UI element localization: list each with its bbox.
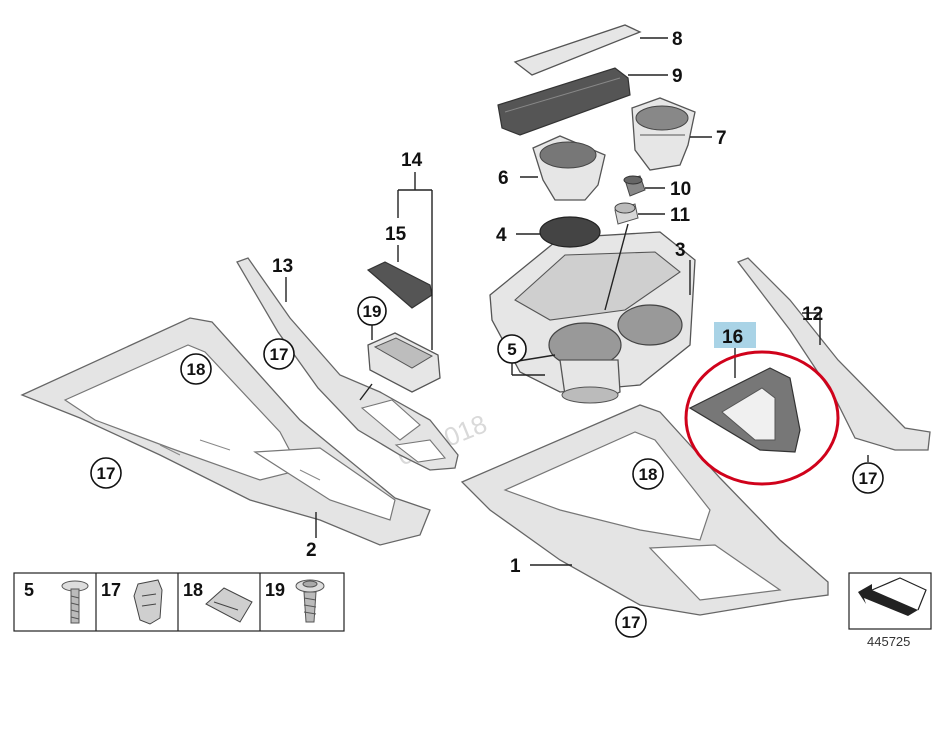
callout-19: 19 xyxy=(363,302,382,321)
direction-arrow-icon xyxy=(858,584,918,616)
callout-12: 12 xyxy=(802,304,823,325)
callout-17-d: 17 xyxy=(622,613,641,632)
highlight-box xyxy=(714,322,756,348)
top-plate xyxy=(513,24,642,76)
callout-18-a: 18 xyxy=(187,360,206,379)
callout-4: 4 xyxy=(496,225,507,246)
left-trim-frame xyxy=(20,317,431,546)
callout-15: 15 xyxy=(385,224,407,245)
circled-callouts: 19 5 17 18 17 18 17 17 xyxy=(90,296,884,638)
callout-8: 8 xyxy=(672,29,683,50)
flange-screw-icon xyxy=(295,579,325,623)
storage-tray xyxy=(367,332,441,393)
legend-number-18: 18 xyxy=(183,580,203,600)
right-trim-frame xyxy=(460,404,829,616)
callout-labels: 8 9 7 6 10 11 4 3 13 14 15 12 2 1 16 xyxy=(272,29,823,577)
dark-insert xyxy=(366,261,433,309)
callout-16: 16 xyxy=(722,327,743,348)
callout-17-b: 17 xyxy=(97,464,116,483)
dark-lid xyxy=(497,67,631,136)
callout-1: 1 xyxy=(510,556,521,577)
callout-7: 7 xyxy=(716,128,727,149)
callout-17-a: 17 xyxy=(270,345,289,364)
callout-2: 2 xyxy=(306,540,317,561)
legend-number-17: 17 xyxy=(101,580,121,600)
rubber-mat xyxy=(539,216,601,248)
callout-13: 13 xyxy=(272,256,293,277)
clip-icon xyxy=(133,579,163,625)
callout-18-b: 18 xyxy=(639,465,658,484)
small-part-10 xyxy=(623,175,646,197)
gear-bezel xyxy=(688,367,801,453)
callout-5: 5 xyxy=(507,340,516,359)
fastener-legend: 5 17 18 19 xyxy=(13,572,345,632)
callout-11: 11 xyxy=(670,205,691,226)
center-trim-strip xyxy=(236,257,459,471)
callout-17-c: 17 xyxy=(859,469,878,488)
callout-6: 6 xyxy=(498,168,509,189)
legend-number-19: 19 xyxy=(265,580,285,600)
spring-nut-icon xyxy=(205,587,253,623)
orientation-box xyxy=(848,572,932,630)
callout-14: 14 xyxy=(401,150,423,171)
cup-insert-small xyxy=(532,135,606,201)
screw-icon xyxy=(61,580,89,624)
cupholder-housing xyxy=(489,231,696,404)
reference-number: 445725 xyxy=(867,634,910,649)
leader-lines xyxy=(285,37,869,566)
callout-3: 3 xyxy=(675,240,686,261)
legend-number-5: 5 xyxy=(24,580,34,600)
callout-10: 10 xyxy=(670,179,691,200)
callout-9: 9 xyxy=(672,66,683,87)
cup-insert-large xyxy=(631,97,696,171)
red-highlight-circle xyxy=(684,350,840,486)
small-part-11 xyxy=(614,202,639,225)
